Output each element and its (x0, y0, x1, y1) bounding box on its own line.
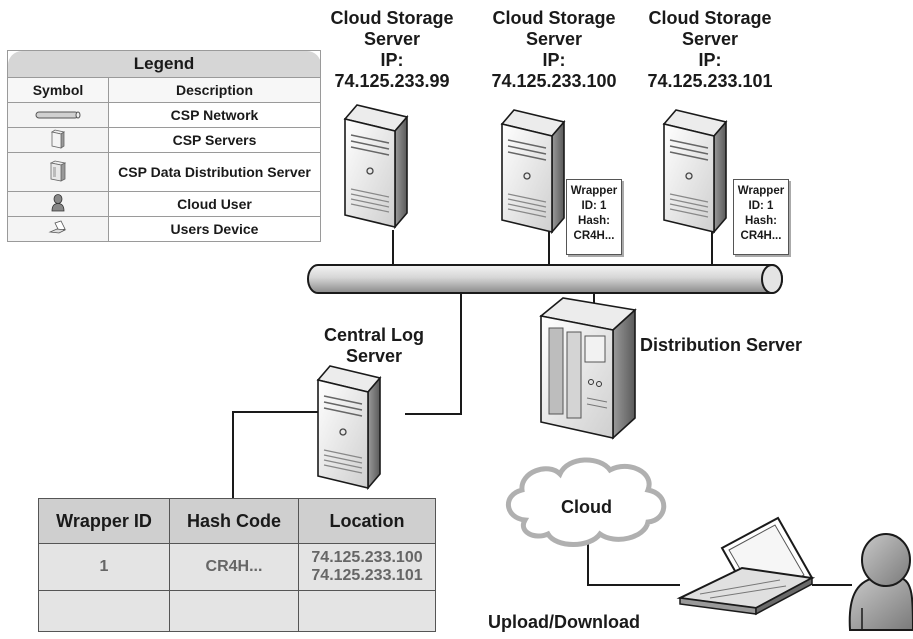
table-header-row: Wrapper ID Hash Code Location (38, 498, 436, 544)
column-header-location: Location (298, 498, 436, 544)
cloud-shape (506, 457, 667, 547)
csp-network-pipe (307, 264, 783, 294)
central-log-table: Wrapper ID Hash Code Location 1 CR4H... … (38, 498, 436, 632)
legend-row-label: Cloud User (108, 191, 321, 217)
legend-title: Legend (7, 50, 321, 78)
legend-symbol-header: Symbol (7, 77, 109, 103)
central-log-server-icon (317, 365, 381, 489)
column-header-hash-code: Hash Code (169, 498, 299, 544)
cloud-storage-server-3-icon (663, 109, 727, 233)
laptop-icon (676, 516, 816, 616)
user-icon (51, 193, 65, 211)
upload-download-label: Upload/Download (488, 612, 640, 632)
legend-row-label: Users Device (108, 216, 321, 242)
legend-row-label: CSP Data Distribution Server (108, 152, 321, 192)
distribution-server-icon (539, 297, 637, 440)
table-row-empty (38, 590, 436, 632)
distribution-server-icon (49, 160, 67, 182)
wrapper-note-server-3: Wrapper ID: 1 Hash: CR4H... (733, 179, 789, 255)
cell-hash-code: CR4H... (169, 543, 299, 591)
cloud-storage-server-3-label: Cloud Storage Server IP: 74.125.233.101 (647, 8, 773, 91)
cloud-storage-server-2-icon (501, 109, 565, 233)
table-row: 1 CR4H... 74.125.233.100 74.125.233.101 (38, 543, 436, 591)
cloud-storage-server-2-label: Cloud Storage Server IP: 74.125.233.100 (491, 8, 617, 91)
legend: Legend Symbol Description CSP Network (7, 50, 321, 251)
wrapper-note-server-2: Wrapper ID: 1 Hash: CR4H... (566, 179, 622, 255)
network-pipe-icon (35, 111, 81, 119)
column-header-wrapper-id: Wrapper ID (38, 498, 170, 544)
legend-row-label: CSP Servers (108, 127, 321, 153)
cell-location: 74.125.233.100 74.125.233.101 (298, 543, 436, 591)
legend-row-label: CSP Network (108, 102, 321, 128)
server-icon (50, 129, 66, 149)
cell-wrapper-id: 1 (38, 543, 170, 591)
legend-description-header: Description (108, 77, 321, 103)
central-log-server-label: Central Log Server (323, 325, 424, 366)
cloud-storage-server-1-label: Cloud Storage Server IP: 74.125.233.99 (330, 8, 454, 91)
legend-network-symbol (7, 102, 109, 128)
cloud-storage-server-1-icon (344, 104, 408, 228)
laptop-icon (48, 220, 67, 233)
cloud-user-icon (848, 533, 913, 631)
cloud-label: Cloud (561, 497, 612, 517)
distribution-server-label: Distribution Server (640, 335, 803, 355)
